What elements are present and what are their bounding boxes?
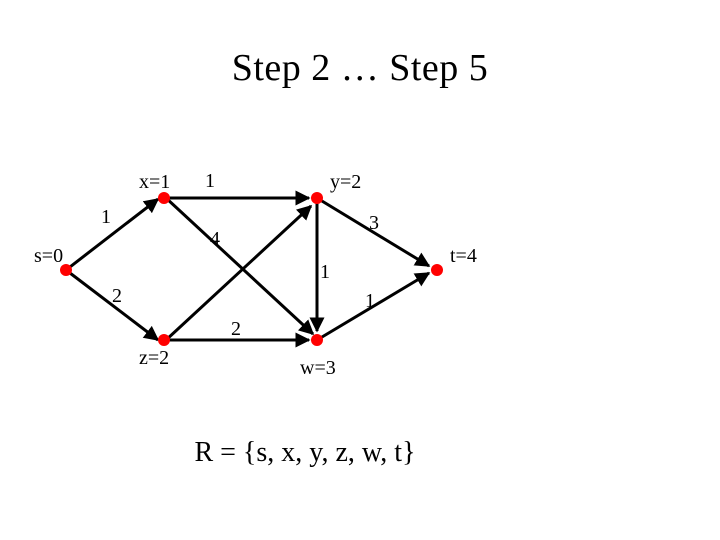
weight-z-w: 2: [231, 318, 241, 340]
edge-x-w: [164, 196, 315, 336]
node-y: [311, 192, 323, 204]
node-x: [158, 192, 170, 204]
node-labels: s=0 x=1 y=2 z=2 w=3 t=4: [34, 171, 477, 379]
edge-y-t: [316, 196, 431, 268]
edge-weights: 1 2 1 4 1 2 1 3 1: [101, 170, 379, 340]
reached-set-text: R = {s, x, y, z, w, t}: [194, 437, 416, 468]
weight-s-x: 1: [101, 206, 111, 228]
node-label-s: s=0: [34, 245, 63, 267]
weight-x-w: 4: [210, 228, 220, 250]
edge-s-x: [65, 197, 160, 272]
weight-w-t: 1: [320, 261, 330, 283]
nodes: [60, 192, 443, 346]
weight-y-t: 3: [369, 212, 379, 234]
edges: [65, 190, 431, 348]
weight-x-y: 1: [205, 170, 215, 192]
weight-s-z: 2: [112, 285, 122, 307]
node-w: [311, 334, 323, 346]
node-label-x: x=1: [139, 171, 170, 193]
node-label-y: y=2: [330, 171, 361, 193]
edge-z-y: [164, 204, 313, 342]
node-z: [158, 334, 170, 346]
node-s: [60, 264, 72, 276]
node-label-z: z=2: [139, 347, 169, 369]
slide-title: Step 2 … Step 5: [231, 47, 489, 89]
edge-s-z: [65, 268, 160, 342]
node-label-t: t=4: [450, 245, 477, 267]
edge-w-t: [316, 271, 431, 342]
weight-y-w: 1: [365, 290, 375, 312]
node-label-w: w=3: [300, 357, 336, 379]
node-t: [431, 264, 443, 276]
